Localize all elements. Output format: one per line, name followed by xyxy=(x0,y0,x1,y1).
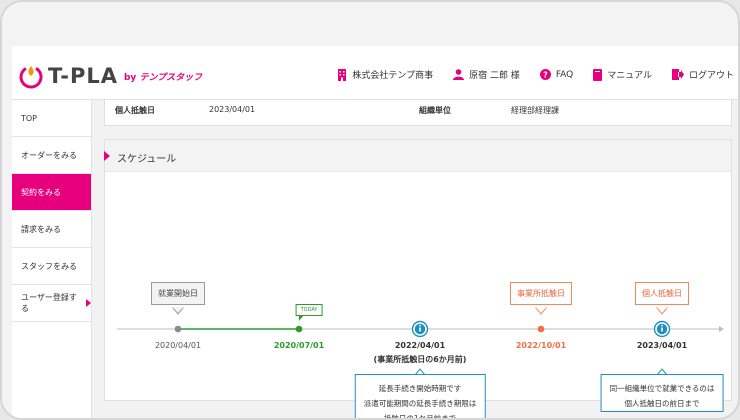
logo-mark-icon xyxy=(19,65,43,89)
today-marker xyxy=(295,325,303,333)
start-marker xyxy=(174,325,182,333)
contract-info-card: 個人抵触日 2023/04/01 組織単位 経理部経理課 xyxy=(104,100,732,126)
today-badge: TODAY xyxy=(295,304,323,316)
sidebar-item-label: 契約をみる xyxy=(21,187,61,197)
section-marker-icon xyxy=(104,151,110,161)
start-date-label: 2020/04/01 xyxy=(154,341,202,350)
schedule-header: スケジュール xyxy=(104,140,731,172)
info-icon[interactable] xyxy=(411,320,429,338)
office-conflict-date-label: 2022/10/01 xyxy=(515,341,567,350)
today-badge-pointer xyxy=(299,316,303,321)
app-window: T-PLA by テンプスタッフ 株式会社テンプ商事 原宿 二郎 様 ? FAQ xyxy=(12,46,738,418)
sidebar-item-contracts[interactable]: 契約をみる xyxy=(12,174,91,211)
start-box-pointer xyxy=(171,307,185,315)
personal-conflict-date-value: 2023/04/01 xyxy=(209,105,256,114)
header: T-PLA by テンプスタッフ 株式会社テンプ商事 原宿 二郎 様 ? FAQ xyxy=(12,46,738,100)
nav-company-label: 株式会社テンプ商事 xyxy=(352,71,434,81)
personal-tooltip: 同一組織単位で就業できるのは 個人抵触日の前日まで xyxy=(600,374,724,412)
logo-brand: by テンプスタッフ xyxy=(123,72,203,83)
sidebar-item-user-register[interactable]: ユーザー登録する xyxy=(12,285,91,322)
manual-icon xyxy=(593,68,603,81)
sidebar-item-top[interactable]: TOP xyxy=(12,100,91,137)
sidebar-item-label: オーダーをみる xyxy=(21,150,77,160)
personal-conflict-date-label: 2023/04/01 xyxy=(636,341,688,350)
schedule-title: スケジュール xyxy=(117,154,177,165)
renewal-note-label: (事業所抵触日の6か月前) xyxy=(373,355,467,364)
nav-company[interactable]: 株式会社テンプ商事 xyxy=(337,68,433,81)
nav-logout-label: ログアウト xyxy=(688,71,734,81)
renewal-tooltip: 延長手続き開始時期です 派遣可能期間の延長手続き期限は 抵触日の1か月前まで xyxy=(354,374,486,420)
nav-faq[interactable]: ? FAQ xyxy=(539,69,574,80)
question-icon: ? xyxy=(539,69,551,80)
nav-user-label: 原宿 二郎 様 xyxy=(469,71,520,81)
tooltip-line: 抵触日の1か月前まで xyxy=(383,414,457,420)
office-box-pointer xyxy=(534,307,548,315)
user-icon xyxy=(453,69,465,80)
logout-icon xyxy=(671,69,684,80)
svg-text:?: ? xyxy=(543,70,548,79)
logo[interactable]: T-PLA by テンプスタッフ xyxy=(18,63,202,89)
nav-user[interactable]: 原宿 二郎 様 xyxy=(453,68,520,81)
sidebar-item-label: 請求をみる xyxy=(21,224,61,234)
sidebar-item-billing[interactable]: 請求をみる xyxy=(12,211,91,248)
nav-faq-label: FAQ xyxy=(555,69,574,80)
tooltip-line: 同一組織単位で就業できるのは xyxy=(609,384,715,393)
office-conflict-box: 事業所抵触日 xyxy=(510,282,572,305)
nav-manual-label: マニュアル xyxy=(607,71,652,81)
tooltip-line: 派遣可能期間の延長手続き期限は xyxy=(363,399,477,408)
personal-conflict-box: 個人抵触日 xyxy=(635,282,689,305)
org-unit-label: 組織単位 xyxy=(419,106,451,115)
sidebar-item-label: ユーザー登録する xyxy=(21,293,77,313)
sidebar: TOP オーダーをみる 契約をみる 請求をみる スタッフをみる ユーザー登録する xyxy=(12,100,92,418)
logo-text: T-PLA xyxy=(48,64,118,88)
sidebar-item-orders[interactable]: オーダーをみる xyxy=(12,137,91,174)
tooltip-line: 個人抵触日の前日まで xyxy=(624,399,700,408)
personal-box-pointer xyxy=(655,307,669,315)
sidebar-item-label: スタッフをみる xyxy=(21,261,77,271)
personal-conflict-date-label: 個人抵触日 xyxy=(115,106,155,115)
timeline-arrow-icon xyxy=(719,326,724,332)
timeline-graphic xyxy=(117,307,724,376)
nav-logout[interactable]: ログアウト xyxy=(671,68,734,81)
tooltip-line: 延長手続き開始時期です xyxy=(378,384,462,393)
arrow-right-icon xyxy=(86,299,91,307)
sidebar-item-staff[interactable]: スタッフをみる xyxy=(12,248,91,285)
renewal-date-label: 2022/04/01 xyxy=(394,341,446,350)
schedule-card: スケジュール xyxy=(104,139,733,418)
header-nav: 株式会社テンプ商事 原宿 二郎 様 ? FAQ マニュアル ログアウト xyxy=(317,68,734,81)
start-date-box: 就業開始日 xyxy=(151,282,205,305)
today-date-label: 2020/07/01 xyxy=(273,341,325,350)
office-conflict-marker xyxy=(537,325,545,333)
info-icon[interactable] xyxy=(653,320,671,338)
org-unit-value: 経理部経理課 xyxy=(511,106,559,115)
nav-manual[interactable]: マニュアル xyxy=(593,68,652,81)
timeline: 就業開始日 TODAY 事業所抵触日 個人抵触日 2020/04/01 2020… xyxy=(105,140,733,418)
building-icon xyxy=(338,68,347,81)
sidebar-item-label: TOP xyxy=(21,113,38,123)
